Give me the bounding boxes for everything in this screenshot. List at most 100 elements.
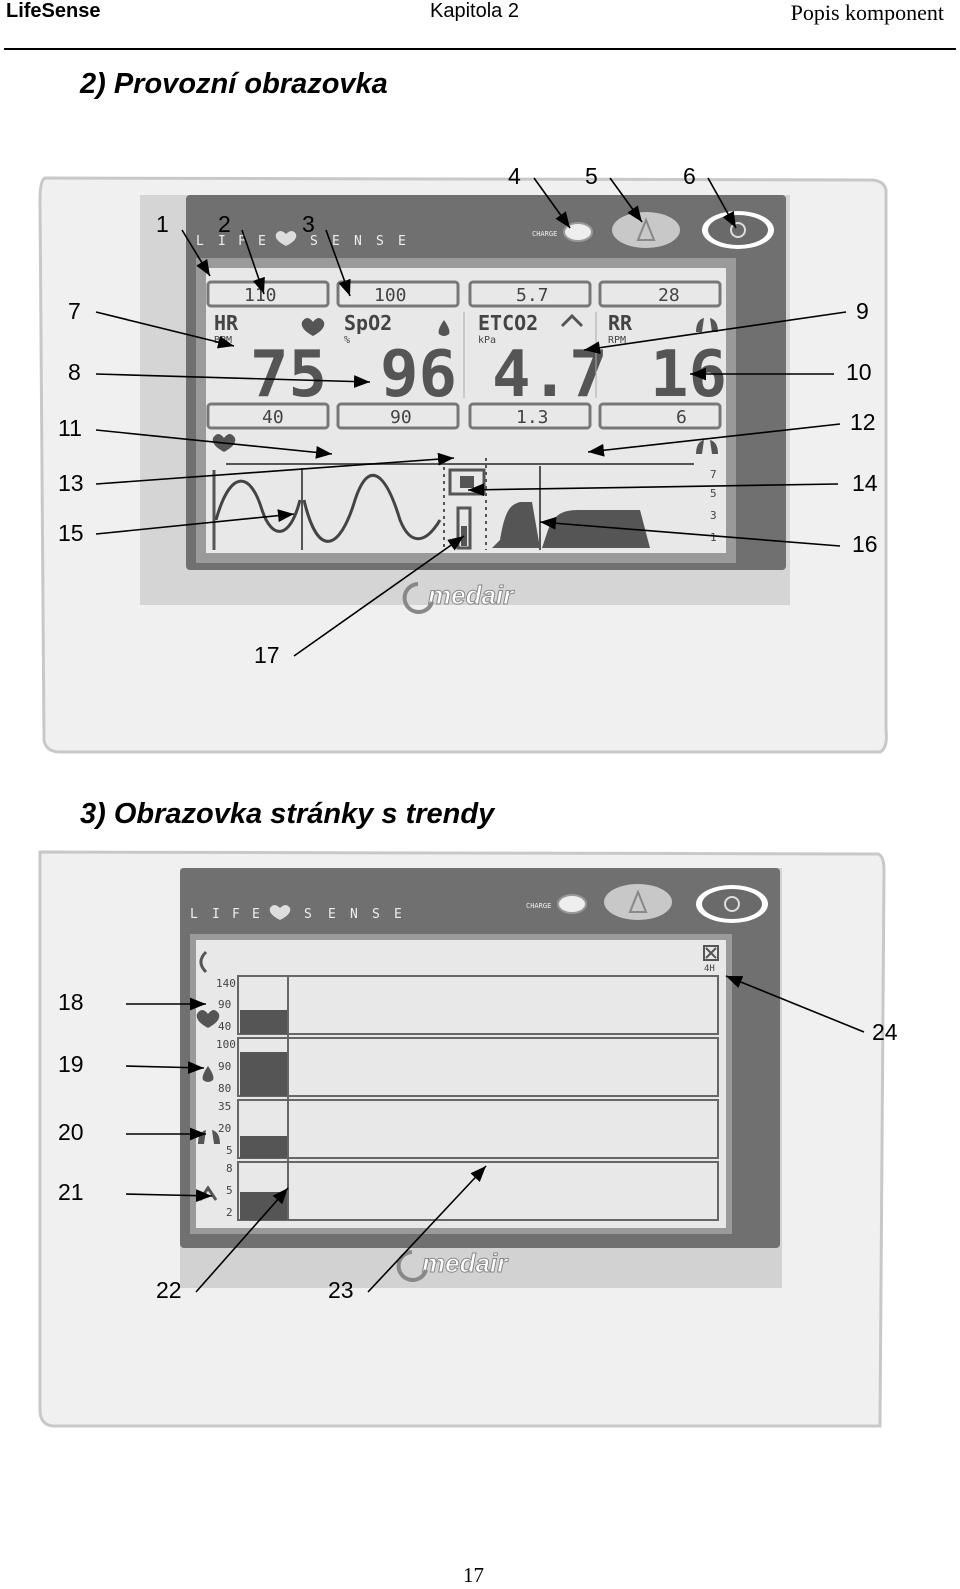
- trend-tick-labels: 140 90 40 100 90 80 35 20 5 8 5 2: [216, 977, 236, 1219]
- co2-scale: 7 5 3 1: [710, 468, 717, 544]
- svg-text:16: 16: [852, 531, 878, 557]
- svg-text:13: 13: [58, 470, 84, 496]
- svg-text:E: E: [398, 234, 406, 249]
- power-icon-2: [724, 896, 740, 912]
- svg-text:20: 20: [58, 1119, 84, 1145]
- svg-text:90: 90: [218, 1060, 231, 1073]
- svg-text:S: S: [310, 234, 318, 249]
- svg-text:11: 11: [58, 415, 82, 441]
- pause-indicator: [448, 468, 486, 496]
- trend-rows: [237, 975, 719, 1221]
- spo2-value: 96: [380, 338, 457, 412]
- svg-text:40: 40: [218, 1020, 231, 1033]
- trend-logo-icon: [199, 950, 208, 974]
- svg-text:20: 20: [218, 1122, 231, 1135]
- rr-upper-limit: 28: [658, 285, 680, 306]
- zoom-label: 4H: [704, 964, 715, 974]
- rr-value: 16: [650, 338, 727, 412]
- bell-icon: [636, 217, 656, 241]
- svg-text:19: 19: [58, 1051, 84, 1077]
- svg-text:5: 5: [226, 1184, 233, 1197]
- spo2-lower-limit: 90: [390, 407, 412, 428]
- header-center: Kapitola 2: [430, 0, 519, 22]
- svg-text:E: E: [394, 907, 402, 922]
- svg-text:21: 21: [58, 1179, 84, 1205]
- svg-text:12: 12: [850, 409, 876, 435]
- etco2-peak-icon: [560, 313, 584, 328]
- charge-label: CHARGE: [532, 230, 557, 238]
- upper-limit-boxes: 110 100 5.7 28: [206, 280, 722, 308]
- bell-icon-2: [628, 889, 648, 913]
- svg-text:I: I: [218, 234, 226, 249]
- waveform-lungs-icon: [696, 440, 718, 454]
- svg-text:80: 80: [218, 1082, 231, 1095]
- medair-logo-swoosh: [402, 582, 434, 614]
- section-3-title: 3) Obrazovka stránky s trendy: [80, 798, 495, 830]
- svg-text:RPM: RPM: [608, 335, 626, 346]
- hr-upper-limit: 110: [244, 285, 277, 306]
- svg-text:RR: RR: [608, 311, 633, 335]
- header-rule: [4, 48, 956, 50]
- svg-text:F: F: [238, 234, 246, 249]
- svg-text:6: 6: [683, 163, 696, 189]
- svg-text:3: 3: [710, 509, 717, 522]
- brand-lettering-2: L I F E S E N S E: [190, 905, 402, 922]
- svg-text:9: 9: [856, 298, 869, 324]
- svg-text:22: 22: [156, 1277, 182, 1303]
- figure-trend-screen: L I F E S E N S E CHARGE 4H 140 90 40 10…: [38, 850, 898, 1428]
- svg-text:E: E: [252, 907, 260, 922]
- svg-text:7: 7: [710, 468, 717, 481]
- charge-led-icon: [563, 222, 593, 242]
- svg-text:E: E: [332, 234, 340, 249]
- hr-lower-limit: 40: [262, 407, 284, 428]
- svg-text:5: 5: [226, 1144, 233, 1157]
- etco2-lower-limit: 1.3: [516, 407, 549, 428]
- svg-text:5: 5: [585, 163, 598, 189]
- svg-text:SpO2: SpO2: [344, 311, 392, 335]
- svg-text:S: S: [376, 234, 384, 249]
- svg-text:HR: HR: [214, 311, 239, 335]
- hr-heart-icon: [301, 318, 325, 336]
- svg-text:2: 2: [226, 1206, 233, 1219]
- power-icon: [730, 222, 746, 238]
- svg-text:S: S: [304, 907, 312, 922]
- svg-text:18: 18: [58, 989, 84, 1015]
- svg-text:17: 17: [254, 642, 280, 668]
- trend-drop-icon: [202, 1066, 214, 1082]
- pleth-waveform-1: [214, 479, 302, 533]
- svg-text:35: 35: [218, 1100, 231, 1113]
- svg-text:%: %: [344, 335, 350, 346]
- header-left: LifeSense: [6, 0, 101, 22]
- svg-text:L: L: [190, 907, 198, 922]
- svg-text:5: 5: [710, 487, 717, 500]
- callout-labels-2: 18 19 20 21 22 23 24: [58, 989, 898, 1303]
- callout-arrows-2: [125, 975, 865, 1293]
- svg-text:140: 140: [216, 977, 236, 990]
- svg-text:CHARGE: CHARGE: [526, 902, 551, 910]
- svg-text:N: N: [354, 234, 362, 249]
- svg-text:kPa: kPa: [478, 335, 496, 346]
- trend-heart-icon: [196, 1010, 220, 1028]
- brand-lettering: L I F E S E N S E: [196, 231, 406, 249]
- svg-text:24: 24: [872, 1019, 898, 1045]
- capnogram-2: [542, 510, 650, 548]
- svg-text:14: 14: [852, 470, 878, 496]
- svg-text:8: 8: [68, 359, 81, 385]
- etco2-upper-limit: 5.7: [516, 285, 549, 306]
- svg-text:90: 90: [218, 998, 231, 1011]
- spo2-drop-icon: [438, 320, 450, 336]
- svg-text:1: 1: [156, 211, 169, 237]
- svg-text:S: S: [372, 907, 380, 922]
- svg-text:ETCO2: ETCO2: [478, 311, 538, 335]
- svg-text:F: F: [232, 907, 240, 922]
- svg-text:1: 1: [710, 531, 717, 544]
- header-right: Popis komponent: [790, 0, 944, 25]
- svg-text:10: 10: [846, 359, 872, 385]
- svg-text:E: E: [328, 907, 336, 922]
- heart-logo-icon-2: [269, 905, 291, 920]
- lower-limit-boxes: 40 90 1.3 6: [206, 402, 722, 430]
- rr-lower-limit: 6: [676, 407, 687, 428]
- svg-text:2: 2: [218, 211, 231, 237]
- hr-value: 75: [250, 338, 327, 412]
